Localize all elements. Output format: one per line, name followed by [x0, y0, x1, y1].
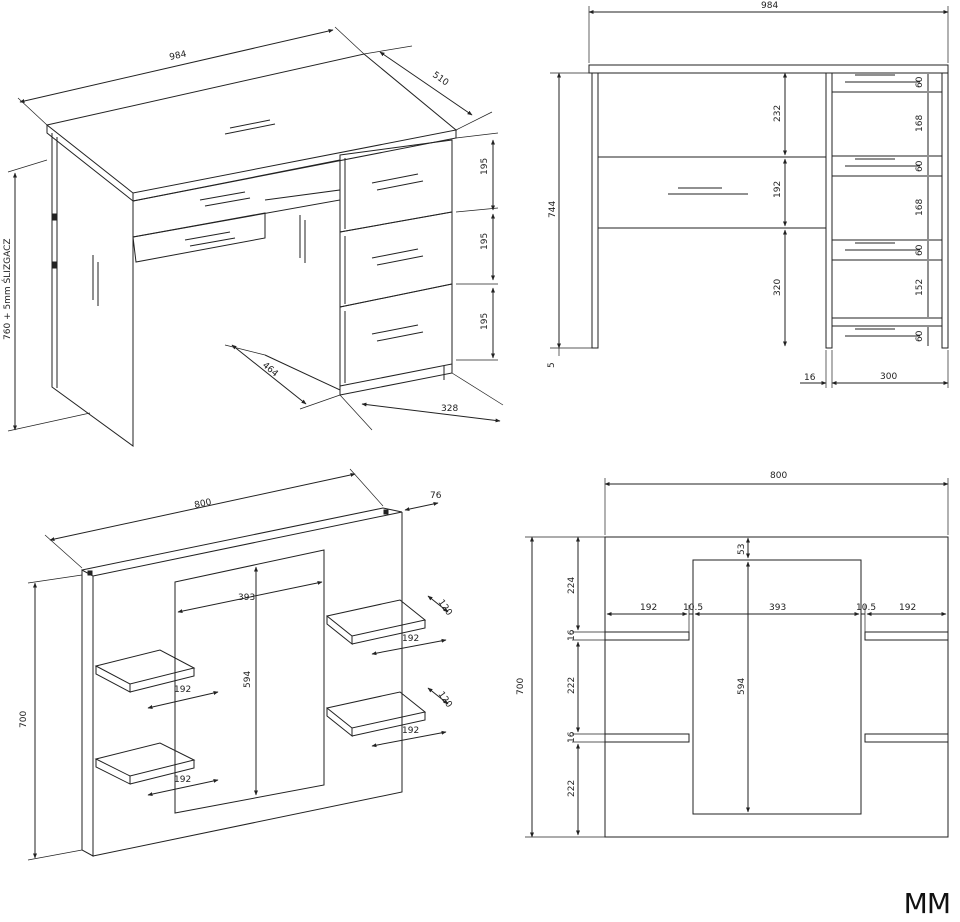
brand-logo: MM: [903, 887, 951, 920]
board-isometric-labels: 800 76 700 393 594 120 120 192 192 192 1…: [19, 491, 454, 785]
desk-drawer1-height-label: 195: [480, 158, 490, 175]
desk-front-cabinet-width-label: 300: [880, 372, 897, 382]
board-depth-label: 76: [430, 491, 442, 501]
board-shelf-width4-label: 192: [174, 775, 191, 785]
board-isometric-view: [27, 468, 449, 861]
desk-front-d6-label: 152: [915, 279, 925, 296]
board-height-label: 700: [19, 711, 29, 728]
board-front-shelf-left-label: 192: [640, 603, 657, 613]
board-front-mirror-width-label: 393: [769, 603, 786, 613]
board-front-view: [525, 478, 949, 838]
desk-drawer2-height-label: 195: [480, 233, 490, 250]
desk-front-view: [550, 6, 949, 388]
board-front-shelf1-label: 16: [567, 629, 577, 641]
desk-front-d2-label: 168: [915, 115, 925, 132]
board-front-bottom-label: 222: [567, 780, 577, 797]
desk-front-d4-label: 168: [915, 199, 925, 216]
desk-front-d3-label: 60: [915, 160, 925, 172]
desk-depth-label: 510: [430, 70, 450, 88]
desk-front-d1-label: 60: [915, 76, 925, 88]
desk-leg-space-label: 464: [260, 361, 280, 380]
board-width-label: 800: [194, 498, 213, 511]
board-front-shelf-right-label: 192: [899, 603, 916, 613]
board-mirror-height-label: 594: [243, 671, 253, 688]
desk-front-width-label: 984: [761, 1, 778, 11]
desk-front-top-gap-label: 232: [773, 105, 783, 122]
board-front-shelf2-label: 16: [567, 731, 577, 743]
desk-front-lower-gap-label: 320: [773, 279, 783, 296]
board-front-labels: 800 700 224 16 222 16 222 53 192 10.5 39…: [516, 471, 916, 797]
board-shelf-depth2-label: 120: [436, 690, 454, 710]
desk-front-d5-label: 60: [915, 244, 925, 256]
desk-front-drawer-label: 192: [773, 181, 783, 198]
board-front-gap-left-label: 10.5: [683, 603, 703, 613]
desk-front-glide-label: 5: [547, 362, 557, 368]
desk-front-d7-label: 60: [915, 330, 925, 342]
board-front-top-label: 224: [567, 577, 577, 594]
board-front-width-label: 800: [770, 471, 787, 481]
desk-drawer3-height-label: 195: [480, 313, 490, 330]
board-front-height-label: 700: [516, 678, 526, 695]
desk-isometric-labels: 984 510 760 + 5mm ŚLIZGACZ 195 195 195 4…: [1, 50, 490, 414]
board-shelf-width3-label: 192: [402, 726, 419, 736]
desk-width-label: 984: [169, 50, 188, 63]
desk-front-labels: 984 744 5 232 192 320 60 168 60 168 60 1…: [547, 1, 925, 383]
board-front-mid-label: 222: [567, 677, 577, 694]
desk-front-side-label: 16: [804, 373, 816, 383]
board-front-mirror-top-label: 53: [737, 544, 747, 555]
desk-cabinet-depth-label: 328: [441, 404, 458, 414]
board-shelf-depth1-label: 120: [436, 598, 454, 618]
desk-height-label: 760 + 5mm ŚLIZGACZ: [1, 238, 13, 340]
board-shelf-width1-label: 192: [402, 634, 419, 644]
board-front-mirror-height-label: 594: [737, 678, 747, 695]
board-front-gap-right-label: 10.5: [856, 603, 876, 613]
desk-front-height-label: 744: [548, 201, 558, 218]
desk-isometric-view: [7, 26, 504, 447]
board-shelf-width2-label: 192: [174, 685, 191, 695]
board-mirror-width-label: 393: [238, 593, 255, 603]
